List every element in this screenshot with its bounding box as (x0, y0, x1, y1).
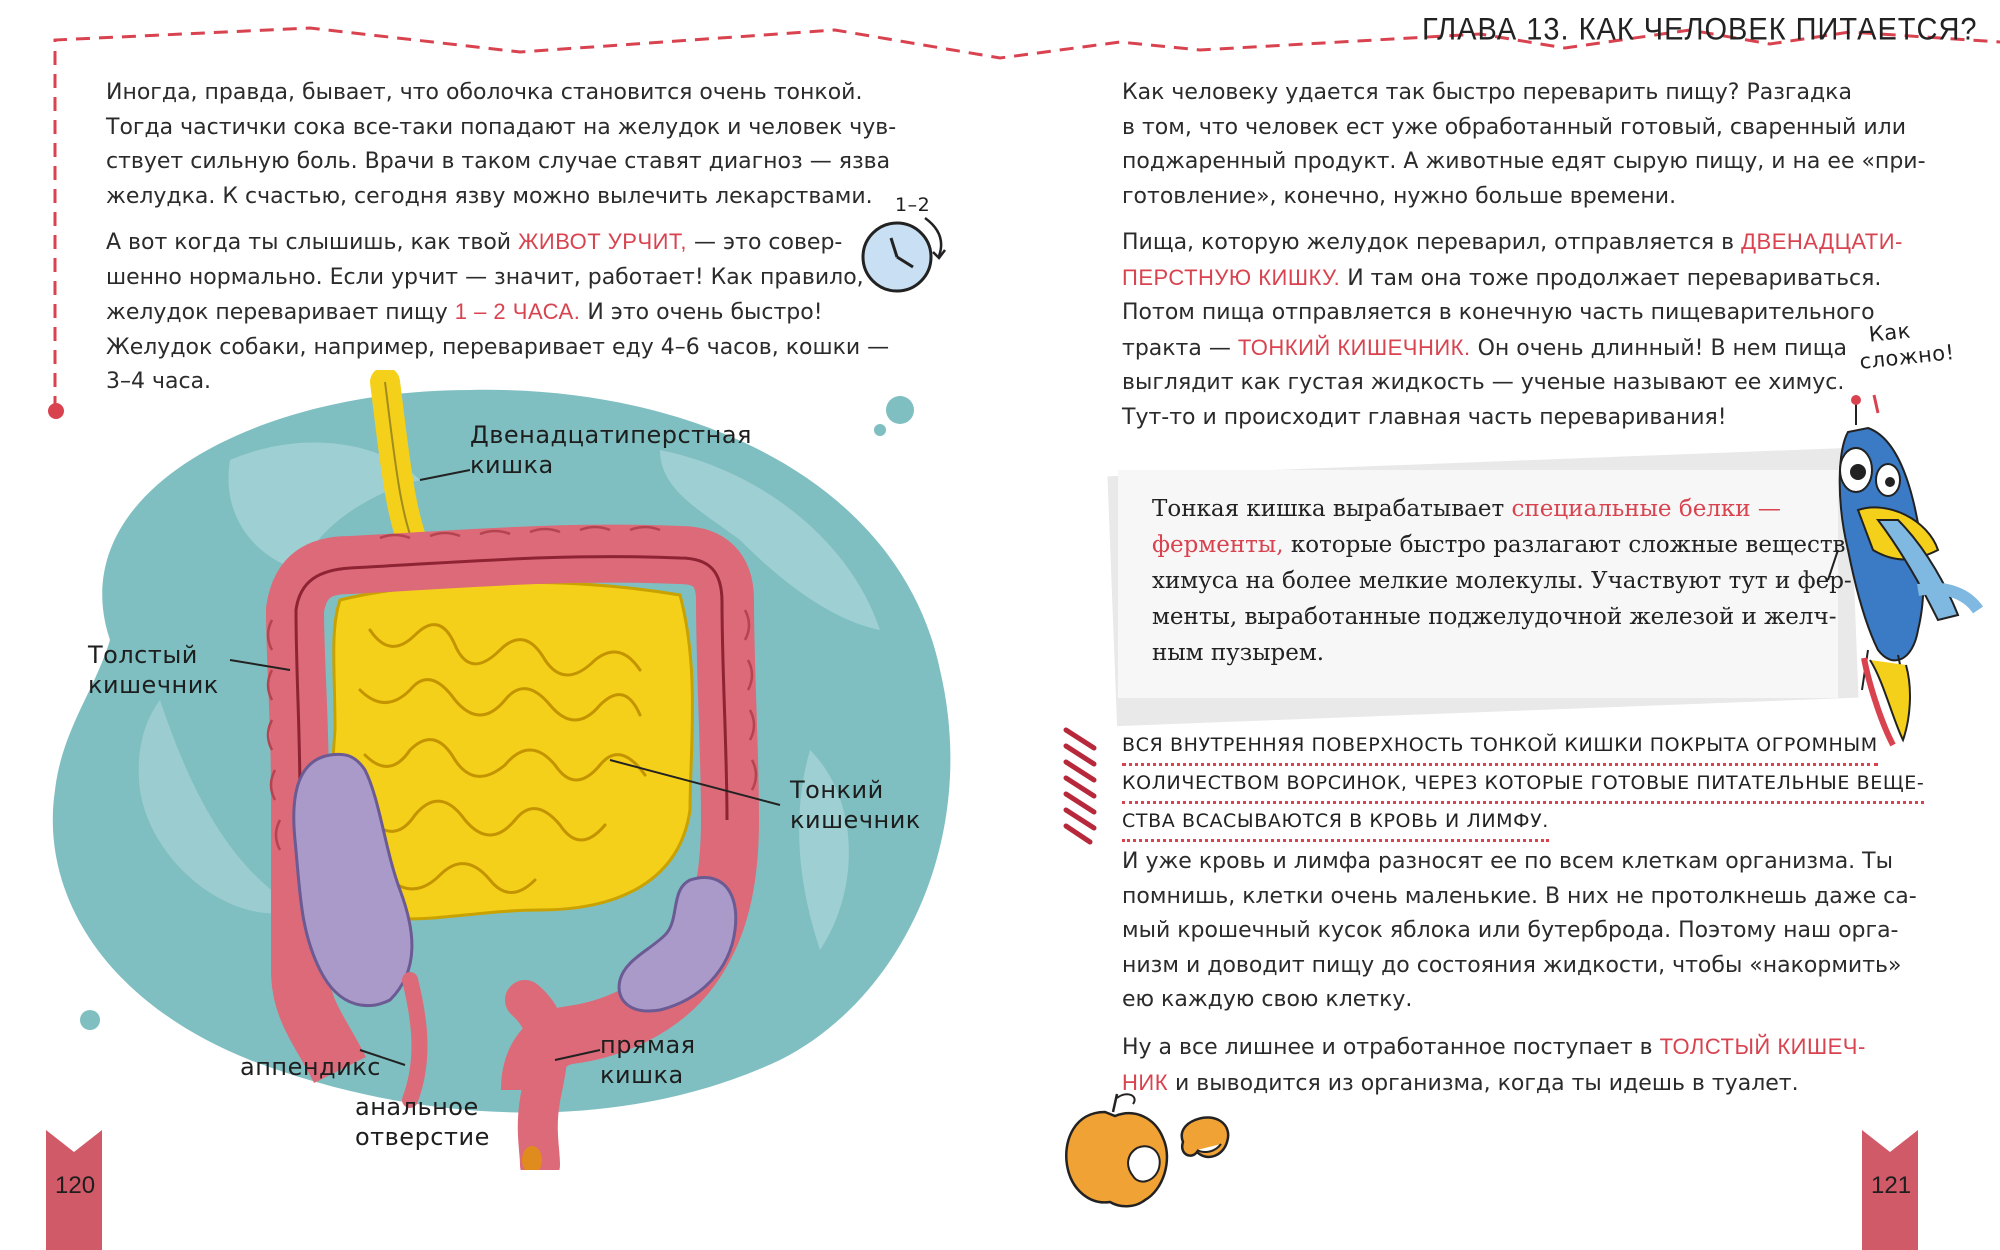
right-page-tab (1862, 1130, 1918, 1250)
left-paragraph-2: А вот когда ты слышишь, как твой живот у… (106, 229, 890, 395)
leader-rectum (554, 1049, 601, 1061)
highlight-stomach-growl: живот урчит, (518, 229, 688, 254)
leader-appendix (359, 1049, 406, 1066)
ascending-colon-purple (292, 752, 414, 1007)
note-box (1118, 470, 1838, 698)
right-paragraph-2: Пища, которую желудок переварил, отправл… (1122, 229, 1903, 430)
teal-blob-highlight (660, 450, 880, 630)
highlight-hours: 1 – 2 часа. (454, 299, 581, 325)
right-paragraph-3: И уже кровь и лимфа разносят ее по всем … (1122, 849, 1917, 1013)
left-page-tab (46, 1130, 102, 1250)
left-page-number: 120 (55, 1172, 96, 1199)
red-feather-decoration (1063, 727, 1097, 845)
digestive-system-diagram (52, 370, 951, 1170)
teal-blob-highlight (138, 700, 300, 914)
right-paragraph-4: Ну а все лишнее и отработанное поступает… (1122, 1034, 1866, 1096)
descending-colon-purple (617, 875, 738, 1013)
villi-caps-block: Вся внутренняя поверхность тонкой кишки … (1122, 728, 1925, 842)
teal-blob-highlight (228, 442, 420, 570)
right-page-number: 121 (1871, 1172, 1912, 1199)
clock-illustration: 1–2 (855, 190, 955, 310)
appendix (402, 972, 428, 1108)
label-appendix: аппендикс (240, 1053, 381, 1081)
note-box-text: Тонкая кишка вырабатывает специальные бе… (1152, 496, 1860, 666)
leader-small (609, 759, 781, 806)
highlight-enzymes: ферменты, (1152, 532, 1284, 558)
chapter-title: ГЛАВА 13. КАК ЧЕЛОВЕК ПИТАЕТСЯ? (1422, 12, 1978, 48)
left-paragraph-1: Иногда, правда, бывает, что оболочка ста… (106, 80, 897, 209)
highlight-small-intestine: тонкий кишечник. (1237, 334, 1471, 360)
leader-large (229, 659, 291, 671)
surprised-character-illustration (1827, 394, 1983, 747)
rectum (505, 980, 568, 1170)
bitten-apple-illustration (1065, 1093, 1230, 1208)
leader-duodenum (419, 469, 471, 481)
label-large-intestine: Толстый кишечник (88, 641, 219, 699)
highlight-duodenum: двенадцати- (1741, 229, 1903, 254)
teal-blob-highlight (799, 750, 849, 950)
label-small-intestine: Тонкий кишечник (790, 776, 921, 834)
clock-icon (861, 216, 946, 293)
label-anus: анальное отверстие (355, 1093, 490, 1151)
right-paragraph-1: Как человеку удается так быстро перевари… (1122, 80, 1926, 209)
highlight-proteins: специальные белки — (1511, 496, 1781, 522)
label-duodenum: Двенадцатиперстная кишка (470, 421, 752, 479)
label-rectum: прямая кишка (600, 1031, 696, 1089)
food-drop (522, 1146, 542, 1170)
highlight-large-intestine: толстый кишеч- (1659, 1034, 1866, 1059)
exclamation-bubble: Как сложно! (1858, 318, 1956, 374)
clock-label: 1–2 (895, 194, 931, 216)
